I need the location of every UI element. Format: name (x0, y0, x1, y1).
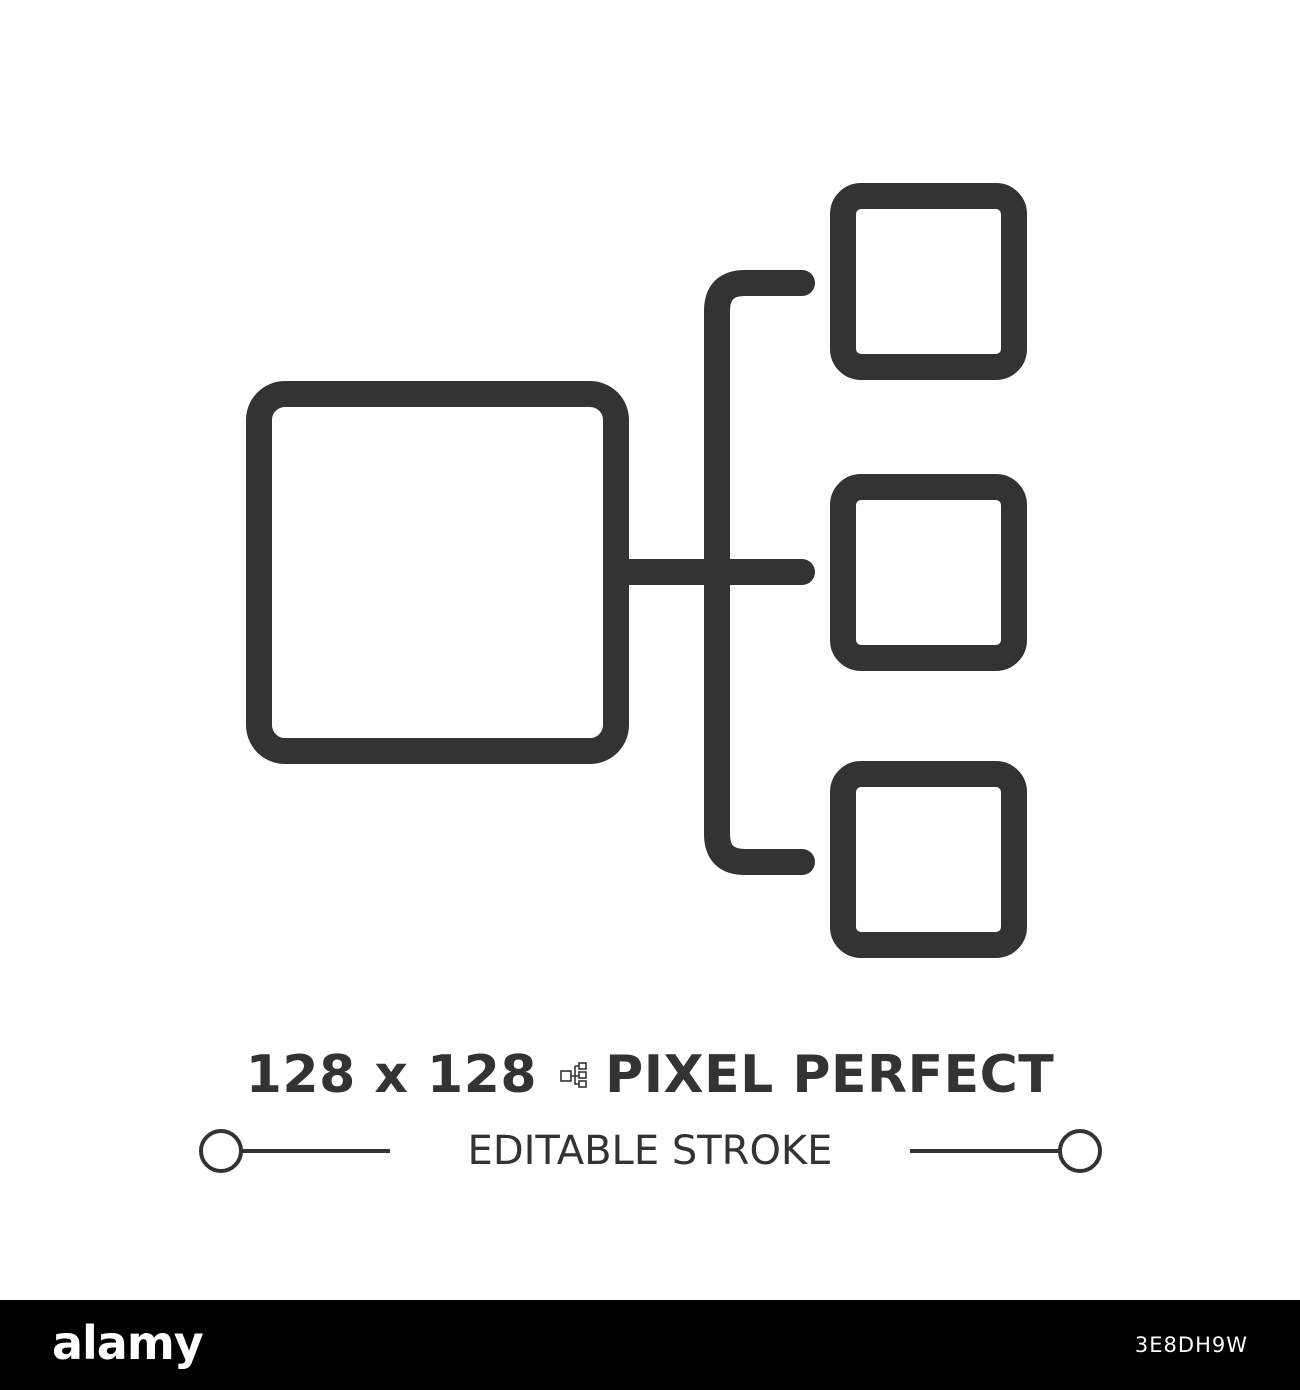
right-stroke-node-icon (1058, 1129, 1102, 1173)
editable-stroke-row: EDITABLE STROKE (0, 1118, 1300, 1184)
size-label: 128 x 128 (245, 1045, 538, 1105)
icon-canvas: 128 x 128 PIXEL PERFECT EDITABLE STROKE (0, 183, 1300, 1184)
pixel-perfect-label: PIXEL PERFECT (605, 1045, 1055, 1105)
parent-node-box (246, 381, 629, 764)
child-node-box-middle (830, 474, 1027, 671)
footer-bar: alamy 3E8DH9W (0, 1300, 1300, 1390)
image-id-label: 3E8DH9W (1134, 1333, 1248, 1357)
pixel-perfect-caption: 128 x 128 PIXEL PERFECT (0, 1040, 1300, 1110)
editable-stroke-label: EDITABLE STROKE (467, 1128, 833, 1174)
branch-bracket (704, 270, 815, 875)
brand-logo: alamy (52, 1316, 204, 1370)
child-node-box-top (830, 183, 1027, 380)
child-node-box-bottom (830, 761, 1027, 958)
hierarchy-structure-icon (246, 183, 1027, 958)
stroke-decoration (199, 1129, 1102, 1173)
left-stroke-node-icon (199, 1129, 243, 1173)
hierarchy-mini-icon (560, 1062, 587, 1088)
